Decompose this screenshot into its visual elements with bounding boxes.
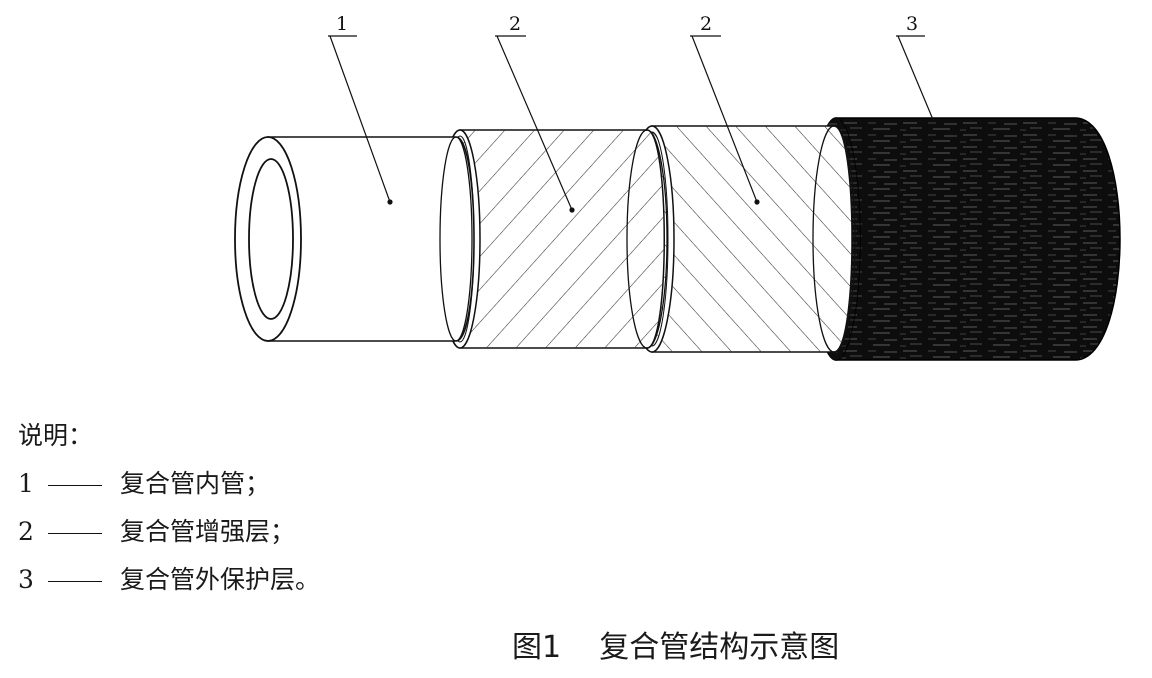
- legend-dash: [48, 532, 102, 534]
- callout-2b: 2: [690, 13, 760, 205]
- legend-item-text: 复合管增强层；: [120, 517, 296, 546]
- legend-dash: [48, 580, 102, 582]
- legend-dash: [48, 484, 102, 486]
- callout-1-label: 1: [336, 13, 348, 35]
- callout-3-label: 3: [906, 13, 918, 35]
- figure-caption: 图1 复合管结构示意图: [512, 630, 840, 665]
- legend-item-1: 1 复合管内管；: [18, 460, 320, 508]
- legend: 说明： 1 复合管内管； 2 复合管增强层； 3 复合管外保护层。: [18, 412, 320, 604]
- callout-2a-label: 2: [509, 13, 521, 35]
- legend-item-2: 2 复合管增强层；: [18, 508, 320, 556]
- callout-3: 3: [896, 13, 935, 123]
- inner-tube: [234, 136, 475, 342]
- pipe-structure-diagram: 1 2 2 3: [234, 13, 1121, 361]
- legend-item-number: 3: [18, 565, 34, 594]
- legend-item-text: 复合管外保护层。: [120, 565, 321, 594]
- legend-item-text: 复合管内管；: [120, 469, 271, 498]
- legend-item-3: 3 复合管外保护层。: [18, 556, 320, 604]
- outer-protective-layer: [811, 117, 1121, 361]
- callout-2b-label: 2: [700, 13, 712, 35]
- legend-item-number: 2: [18, 517, 34, 546]
- callout-1: 1: [328, 13, 393, 205]
- callout-2a: 2: [495, 13, 575, 213]
- legend-title: 说明：: [18, 421, 94, 450]
- legend-item-number: 1: [18, 469, 34, 498]
